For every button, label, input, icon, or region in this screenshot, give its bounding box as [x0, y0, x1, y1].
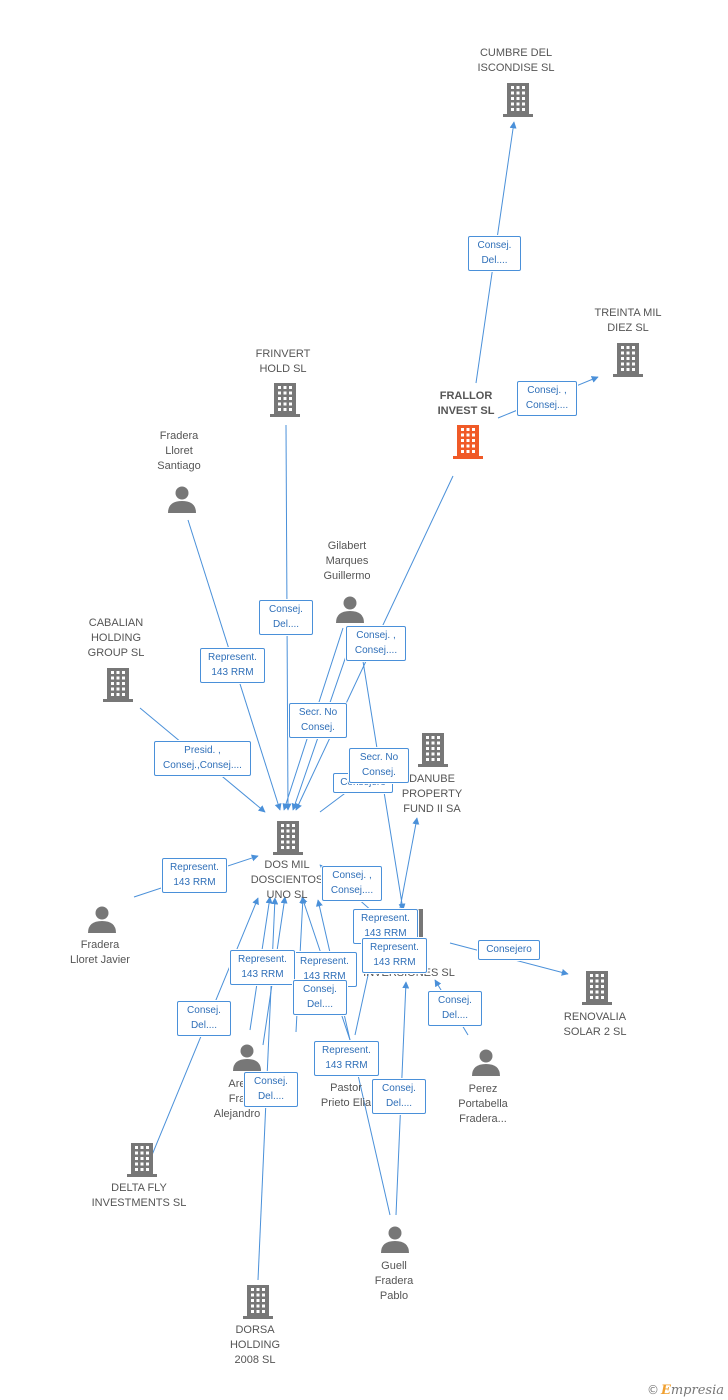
company-icon-cabalian[interactable]	[103, 668, 133, 702]
node-label-danube[interactable]: DANUBE PROPERTY FUND II SA	[401, 773, 463, 815]
relation-label-r6[interactable]: Secr. No Consej.	[289, 703, 347, 738]
company-icon-treinta[interactable]	[613, 343, 643, 377]
company-icon-delta[interactable]	[127, 1143, 157, 1177]
company-icon-frinvert[interactable]	[270, 383, 300, 417]
relation-label-r15[interactable]: Represent. 143 RRM	[230, 950, 295, 985]
focus-company-icon-frallor[interactable]	[453, 425, 483, 459]
node-label-guell[interactable]: Guell Fradera Pablo	[374, 1260, 414, 1302]
node-label-dorsa[interactable]: DORSA HOLDING 2008 SL	[229, 1324, 281, 1366]
relation-label-r14[interactable]: Consejero	[478, 940, 540, 960]
node-label-treinta[interactable]: TREINTA MIL DIEZ SL	[594, 307, 662, 334]
node-label-arenas[interactable]: Are Fra Alejandro	[213, 1078, 261, 1120]
company-icon-dosmil[interactable]	[273, 821, 303, 855]
company-icon-cumbre[interactable]	[503, 83, 533, 117]
node-label-pastor[interactable]: Pastor Prieto Elia	[320, 1082, 372, 1109]
node-label-cumbre[interactable]: CUMBRE DEL ISCONDISE SL	[477, 47, 555, 74]
node-label-renovalia[interactable]: RENOVALIA SOLAR 2 SL	[563, 1011, 627, 1038]
relation-label-r2[interactable]: Consej. , Consej....	[517, 381, 577, 416]
node-label-delta[interactable]: DELTA FLY INVESTMENTS SL	[91, 1182, 187, 1209]
relation-label-r21[interactable]: Consej. Del....	[244, 1072, 298, 1107]
person-icon-fradera_javier[interactable]	[88, 906, 116, 934]
relation-label-r20[interactable]: Represent. 143 RRM	[314, 1041, 379, 1076]
person-icon-gilabert[interactable]	[336, 596, 364, 624]
relation-label-r11[interactable]: Consej. , Consej....	[322, 866, 382, 901]
relation-label-r4[interactable]: Consej. , Consej....	[346, 626, 406, 661]
brand-initial: E	[660, 1383, 671, 1398]
person-icon-arenas[interactable]	[233, 1044, 261, 1072]
node-label-dosmil[interactable]: DOS MIL DOSCIENTOS UNO SL	[250, 859, 324, 901]
brand-footer: ©Empresia	[647, 1383, 724, 1398]
node-icons	[88, 83, 643, 1319]
relation-label-r7[interactable]: Presid. , Consej.,Consej....	[154, 741, 251, 776]
person-icon-guell[interactable]	[381, 1226, 409, 1254]
relation-label-r3[interactable]: Consej. Del....	[259, 600, 313, 635]
company-icon-danube[interactable]	[418, 733, 448, 767]
copyright-symbol: ©	[646, 1383, 659, 1397]
node-label-fradera_javier[interactable]: Fradera Lloret Javier	[70, 939, 130, 966]
node-label-frallor[interactable]: FRALLOR INVEST SL	[437, 390, 495, 417]
relation-label-r1[interactable]: Consej. Del....	[468, 236, 521, 271]
relation-label-r9[interactable]: Secr. No Consej.	[349, 748, 409, 783]
company-icon-renovalia[interactable]	[582, 971, 612, 1005]
person-icon-perez[interactable]	[472, 1049, 500, 1077]
company-icon-dorsa[interactable]	[243, 1285, 273, 1319]
person-icon-fradera_santiago[interactable]	[168, 486, 196, 514]
relation-label-r18[interactable]: Consej. Del....	[293, 980, 347, 1015]
relation-label-r5[interactable]: Represent. 143 RRM	[200, 648, 265, 683]
node-label-fradera_santiago[interactable]: Fradera Lloret Santiago	[157, 430, 201, 472]
brand-name: mpresia	[670, 1383, 724, 1398]
relation-label-r22[interactable]: Consej. Del....	[372, 1079, 426, 1114]
relation-label-r10[interactable]: Represent. 143 RRM	[162, 858, 227, 893]
node-label-perez[interactable]: Perez Portabella Fradera...	[458, 1083, 508, 1125]
node-label-frinvert[interactable]: FRINVERT HOLD SL	[255, 348, 311, 375]
relation-label-r17[interactable]: Consej. Del....	[177, 1001, 231, 1036]
relation-label-r16[interactable]: Represent. 143 RRM	[362, 938, 427, 973]
relation-label-r19[interactable]: Consej. Del....	[428, 991, 482, 1026]
node-label-gilabert[interactable]: Gilabert Marques Guillermo	[323, 540, 371, 582]
node-label-cabalian[interactable]: CABALIAN HOLDING GROUP SL	[87, 617, 145, 659]
